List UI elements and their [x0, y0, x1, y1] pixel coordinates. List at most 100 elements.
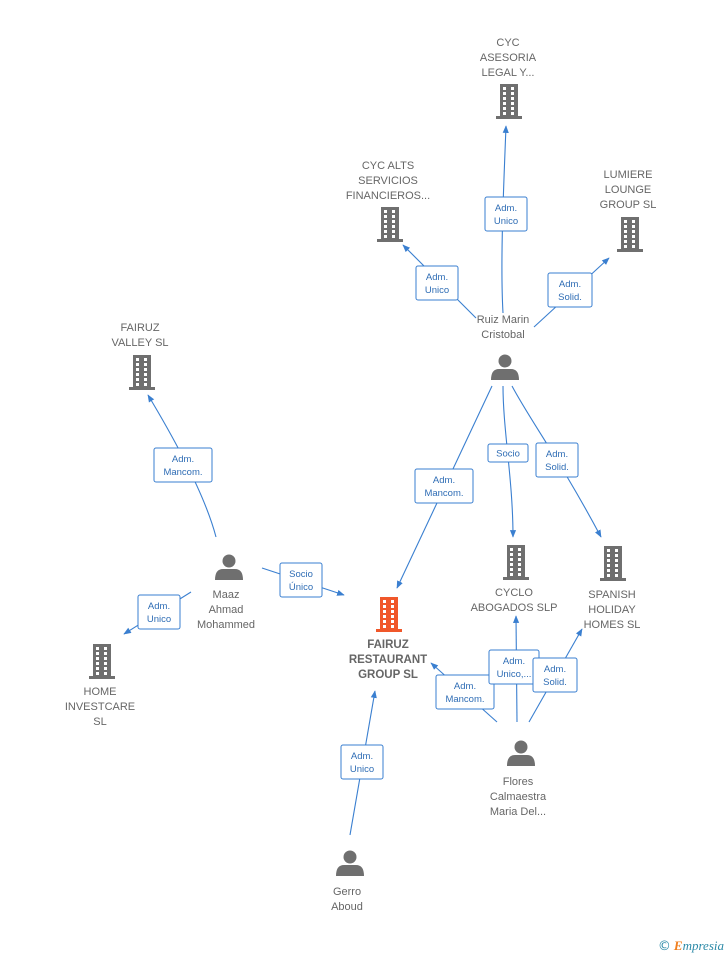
- node-label-line: CYC: [496, 37, 519, 49]
- person-icon: [336, 850, 364, 876]
- node-spanish-holiday[interactable]: SPANISH HOLIDAY HOMES SL: [584, 546, 641, 631]
- node-cyc-alts[interactable]: CYC ALTS SERVICIOS FINANCIEROS...: [346, 160, 430, 242]
- node-label-line: RESTAURANT: [349, 654, 427, 666]
- edge-label-line: Unico,...: [497, 669, 532, 680]
- node-home-investcare[interactable]: HOME INVESTCARE SL: [65, 644, 135, 728]
- edge-label-line: Adm.: [503, 656, 525, 667]
- node-label-line: Cristobal: [481, 329, 524, 341]
- node-label-line: LEGAL Y...: [481, 67, 534, 79]
- node-label-line: Aboud: [331, 901, 363, 913]
- node-label-line: SL: [93, 716, 106, 728]
- edge-label-line: Adm.: [546, 449, 568, 460]
- node-lumiere[interactable]: LUMIERE LOUNGE GROUP SL: [600, 169, 657, 252]
- building-icon: [89, 644, 115, 679]
- edge-label-line: Socio: [289, 569, 313, 580]
- edge-label-line: Solid.: [543, 677, 567, 688]
- nodes-layer: CYC ASESORIA LEGAL Y... CYC ALTS SERVICIOS FI…: [65, 37, 656, 913]
- edge-label-line: Adm.: [559, 279, 581, 290]
- edge-label-line: Adm.: [148, 601, 170, 612]
- edge-label-line: Unico: [425, 285, 449, 296]
- edge-label-flores-to-cyclo[interactable]: Adm. Unico,...: [488, 649, 540, 685]
- edge-label-line: Único: [289, 582, 313, 593]
- node-label-line: Maria Del...: [490, 806, 546, 818]
- edge-label-ruiz-marin-to-fairuz-restaurant[interactable]: Adm. Mancom.: [414, 468, 474, 504]
- node-label-line: CYC ALTS: [362, 160, 414, 172]
- building-icon: [376, 597, 402, 632]
- edge-label-line: Socio: [496, 449, 520, 460]
- edge-label-line: Adm.: [454, 681, 476, 692]
- node-label-line: ABOGADOS SLP: [471, 602, 558, 614]
- node-label-line: FAIRUZ: [367, 639, 409, 651]
- edge-label-line: Unico: [494, 216, 518, 227]
- node-label-line: SPANISH: [588, 589, 636, 601]
- edge-label-line: Unico: [147, 614, 171, 625]
- edge-label-flores-to-fairuz-restaurant[interactable]: Adm. Mancom.: [435, 674, 495, 710]
- node-label-line: FINANCIEROS...: [346, 190, 430, 202]
- building-icon: [503, 545, 529, 580]
- node-cyclo[interactable]: CYCLO ABOGADOS SLP: [471, 545, 558, 614]
- empresia-logo[interactable]: ©Empresia: [658, 938, 724, 954]
- edge-label-line: Adm.: [172, 454, 194, 465]
- edge-label-line: Mancom.: [445, 694, 484, 705]
- node-label-line: LUMIERE: [604, 169, 653, 181]
- edge-label-gerro-to-fairuz-restaurant[interactable]: Adm. Unico: [340, 744, 384, 780]
- edge-label-flores-to-spanish-holiday[interactable]: Adm. Solid.: [532, 657, 578, 693]
- node-label-line: LOUNGE: [605, 184, 651, 196]
- edge-label-line: Solid.: [558, 292, 582, 303]
- node-label-line: Calmaestra: [490, 791, 547, 803]
- building-icon: [496, 84, 522, 119]
- edge-label-maaz-to-home-investcare[interactable]: Adm. Unico: [137, 594, 181, 630]
- node-label-line: GROUP SL: [358, 669, 418, 681]
- edge-label-line: Adm.: [544, 664, 566, 675]
- edge-label-line: Adm.: [495, 203, 517, 214]
- brand-name: mpresia: [682, 938, 724, 953]
- node-label-line: FAIRUZ: [120, 322, 159, 334]
- edge-labels-layer: Adm.UnicoAdm.UnicoAdm.Solid.Adm.Mancom.S…: [137, 196, 593, 780]
- node-label-line: HOME: [84, 686, 117, 698]
- node-label-line: SERVICIOS: [358, 175, 418, 187]
- node-label-line: GROUP SL: [600, 199, 657, 211]
- edge-label-line: Adm.: [433, 475, 455, 486]
- node-label-line: ASESORIA: [480, 52, 537, 64]
- edge-label-line: Adm.: [426, 272, 448, 283]
- edge-label-line: Mancom.: [424, 488, 463, 499]
- node-label-line: CYCLO: [495, 587, 533, 599]
- edge-label-ruiz-marin-to-cyclo[interactable]: Socio: [487, 443, 529, 463]
- node-label-line: Mohammed: [197, 619, 255, 631]
- edge-label-ruiz-marin-to-cyc-alts[interactable]: Adm. Unico: [415, 265, 459, 301]
- edge-label-ruiz-marin-to-cyc-asesoria[interactable]: Adm. Unico: [484, 196, 528, 232]
- node-label-line: Ahmad: [209, 604, 244, 616]
- node-label-line: Maaz: [213, 589, 240, 601]
- building-icon: [617, 217, 643, 252]
- person-icon: [507, 740, 535, 766]
- edge-label-line: Adm.: [351, 751, 373, 762]
- brand-initial: E: [673, 938, 683, 953]
- edge-label-maaz-to-fairuz-valley[interactable]: Adm. Mancom.: [153, 447, 213, 483]
- node-label-line: Flores: [503, 776, 534, 788]
- node-label-line: INVESTCARE: [65, 701, 135, 713]
- edge-label-line: Mancom.: [163, 467, 202, 478]
- building-icon: [129, 355, 155, 390]
- node-label-line: HOLIDAY: [588, 604, 636, 616]
- node-cyc-asesoria[interactable]: CYC ASESORIA LEGAL Y...: [480, 37, 537, 119]
- person-icon: [491, 354, 519, 380]
- edge-label-ruiz-marin-to-spanish-holiday[interactable]: Adm.Solid.: [535, 442, 579, 478]
- person-icon: [215, 554, 243, 580]
- building-icon: [600, 546, 626, 581]
- edge-label-line: Unico: [350, 764, 374, 775]
- building-icon: [377, 207, 403, 242]
- node-label-line: HOMES SL: [584, 619, 641, 631]
- node-label-line: VALLEY SL: [111, 337, 168, 349]
- node-label-line: Gerro: [333, 886, 361, 898]
- node-fairuz-valley[interactable]: FAIRUZ VALLEY SL: [111, 322, 169, 390]
- node-label-line: Ruiz Marin: [477, 314, 530, 326]
- edge-label-ruiz-marin-to-lumiere[interactable]: Adm. Solid.: [547, 272, 593, 308]
- copyright-symbol: ©: [657, 939, 671, 954]
- node-fairuz-restaurant[interactable]: FAIRUZ RESTAURANT GROUP SL: [349, 597, 427, 681]
